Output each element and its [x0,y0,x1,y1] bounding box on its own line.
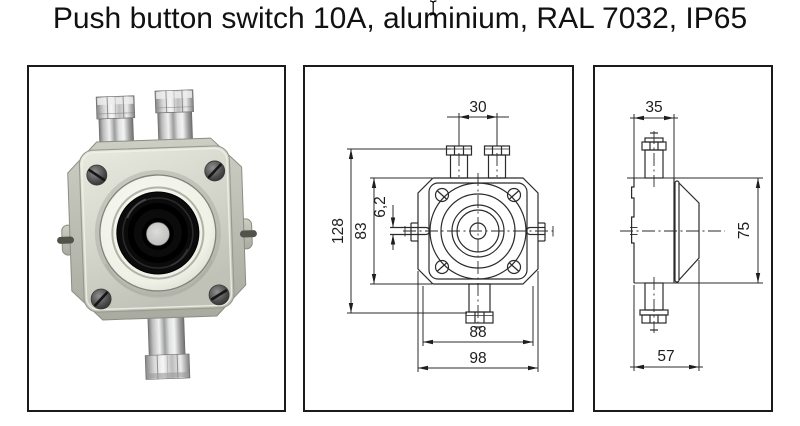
cover-screws [86,160,230,310]
side-view-panel: 35 75 57 [593,65,773,412]
side-dimension-labels: 35 75 57 [645,99,753,365]
push-button[interactable] [94,169,221,299]
cable-gland-bottom [144,305,191,380]
svg-text:88: 88 [469,324,486,341]
front-view-panel: 30 6,2 128 83 88 98 [303,65,574,412]
centerlines [403,153,557,329]
centerlines [620,131,725,333]
svg-text:83: 83 [353,222,370,239]
svg-text:75: 75 [736,222,753,239]
page-title: Push button switch 10A, aluminium, RAL 7… [52,2,748,35]
svg-text:128: 128 [330,218,347,244]
svg-text:57: 57 [657,348,674,365]
product-photo [57,89,257,380]
svg-text:98: 98 [469,350,486,367]
text-cursor-icon [429,0,437,16]
side-dimensions [627,114,763,371]
front-view-drawing: 30 6,2 128 83 88 98 [330,99,557,372]
photo-panel [27,65,286,412]
svg-text:6,2: 6,2 [372,196,389,218]
front-dimension-arrows [348,114,538,371]
front-dimensions [347,113,539,372]
svg-text:35: 35 [645,99,662,116]
svg-text:30: 30 [469,99,487,116]
side-outline [630,132,700,331]
front-dimension-labels: 30 6,2 128 83 88 98 [330,99,487,367]
side-dimension-arrows [634,115,761,370]
side-view-drawing: 35 75 57 [620,99,763,371]
front-outline [390,145,546,328]
